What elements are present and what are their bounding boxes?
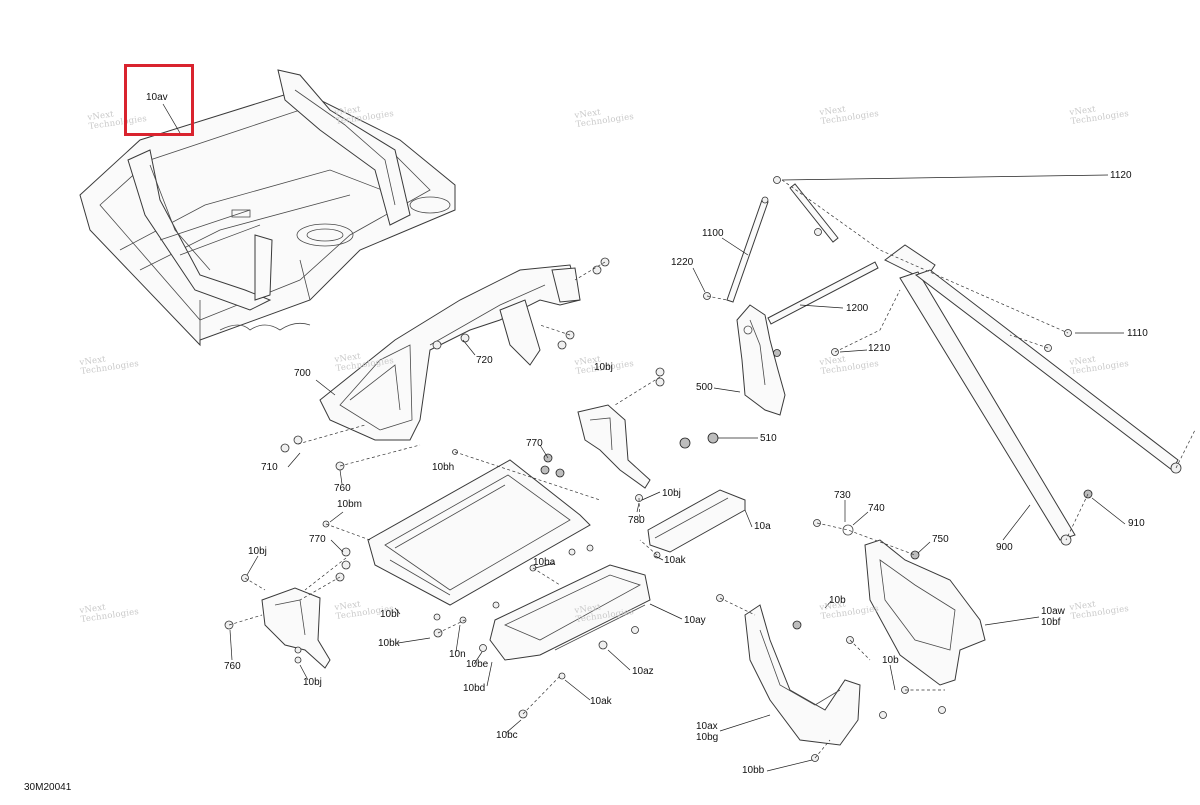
part-10bj-upper-bracket [577,404,651,489]
callout-750[interactable]: 750 [932,534,949,545]
callout-720[interactable]: 720 [476,355,493,366]
callout-10b-a[interactable]: 10b [829,595,846,606]
callout-1220[interactable]: 1220 [671,257,694,268]
callout-510[interactable]: 510 [760,433,777,444]
assembly-lines [228,179,1196,759]
part-10ay-lower-rail [489,564,651,661]
callout-1120[interactable]: 1120 [1110,170,1132,181]
part-1120-link [789,183,839,243]
callout-10bb[interactable]: 10bb [742,765,765,776]
callout-1110[interactable]: 1110 [1127,328,1148,339]
callout-10bj-mid[interactable]: 10bj [662,488,681,499]
callout-770-a[interactable]: 770 [526,438,543,449]
callout-10ak-b[interactable]: 10ak [590,696,612,707]
callout-10az[interactable]: 10az [632,666,654,677]
callout-10bh[interactable]: 10bh [432,462,455,473]
callout-900[interactable]: 900 [996,542,1013,553]
callout-10av[interactable]: 10av [146,92,168,103]
frame-assembly-overview [79,69,456,347]
callout-1200[interactable]: 1200 [846,303,869,314]
callout-10bl[interactable]: 10bl [380,609,399,620]
callout-780[interactable]: 780 [628,515,645,526]
callout-700[interactable]: 700 [294,368,311,379]
callout-10bm[interactable]: 10bm [337,499,363,510]
callout-770-b[interactable]: 770 [309,534,326,545]
part-1200-link [767,261,879,325]
callout-10ak-a[interactable]: 10ak [664,555,686,566]
callout-10bd[interactable]: 10bd [463,683,486,694]
callout-10bj-bottom[interactable]: 10bj [303,677,322,688]
callout-10n[interactable]: 10n [449,649,466,660]
callout-760-a[interactable]: 760 [334,483,351,494]
callout-710[interactable]: 710 [261,462,278,473]
callout-10b-b[interactable]: 10b [882,655,899,666]
callout-730[interactable]: 730 [834,490,851,501]
callout-10bj-left[interactable]: 10bj [248,546,267,557]
callout-10a[interactable]: 10a [754,521,771,532]
callout-10ay[interactable]: 10ay [684,615,706,626]
callout-10be[interactable]: 10be [466,659,489,670]
document-id: 30M20041 [24,782,72,793]
part-10bj-lower-bracket [261,587,331,669]
part-10ax-lower-side [744,604,861,746]
callout-10ax[interactable]: 10ax [696,721,718,732]
callout-10bk[interactable]: 10bk [378,638,400,649]
highlight-box [124,64,194,136]
callout-10bc[interactable]: 10bc [496,730,518,741]
callout-10bf[interactable]: 10bf [1041,617,1061,628]
callout-1100[interactable]: 1100 [702,228,724,239]
part-10bh-skid-plate [367,459,591,606]
part-700-front-brace [319,264,581,441]
part-900-strut [884,244,1182,546]
callout-1210[interactable]: 1210 [868,343,891,354]
part-1100-link [726,196,769,303]
callout-740[interactable]: 740 [868,503,885,514]
callout-10bg[interactable]: 10bg [696,732,719,743]
callout-910[interactable]: 910 [1128,518,1145,529]
callout-10bj-top[interactable]: 10bj [594,362,613,373]
callout-10aw[interactable]: 10aw [1041,606,1065,617]
callout-10ba[interactable]: 10ba [533,557,556,568]
part-500-bracket [736,304,786,416]
callout-500[interactable]: 500 [696,382,713,393]
part-10aw-rear-side [864,539,986,686]
leader-lines [162,103,1126,772]
fasteners [224,176,1093,762]
callout-760-b[interactable]: 760 [224,661,241,672]
